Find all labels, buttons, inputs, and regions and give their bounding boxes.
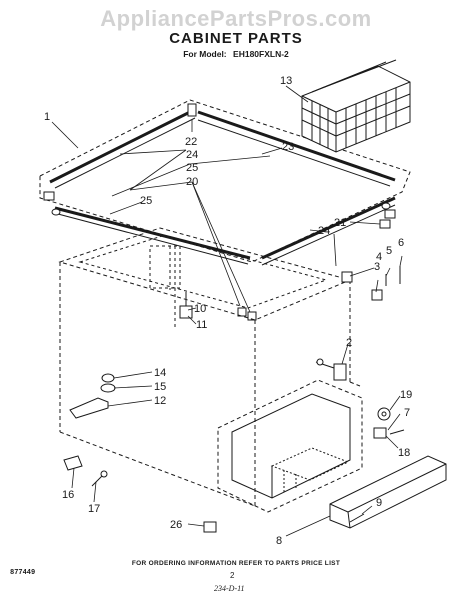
page-number: 2 (230, 571, 235, 580)
callout-label: 13 (280, 75, 292, 87)
model-line: For Model: EH180FXLN-2 (0, 49, 472, 59)
callout-label: 16 (62, 489, 74, 501)
callout-label: 19 (400, 389, 412, 401)
callout-label: 24 (318, 225, 330, 237)
callout-label: 10 (194, 303, 206, 315)
callout-label: 2 (346, 337, 352, 349)
callout-label: 14 (154, 367, 166, 379)
callout-label: 6 (398, 237, 404, 249)
ordering-note: FOR ORDERING INFORMATION REFER TO PARTS … (131, 560, 341, 567)
callout-label: 25 (140, 195, 152, 207)
access-panel (329, 455, 447, 529)
watermark: AppliancePartsPros.com (100, 6, 372, 31)
leader-lines (51, 85, 403, 537)
small-parts (51, 202, 405, 533)
callout-label: 21 (334, 217, 346, 229)
callout-label: 12 (154, 395, 166, 407)
lid-strip-left (49, 110, 191, 184)
lid-strip-top (197, 110, 396, 182)
callout-label: 8 (276, 535, 282, 547)
lid-assembly (39, 99, 411, 321)
wire-basket (301, 59, 411, 153)
model-label: For Model: (183, 49, 227, 59)
callout-label: 15 (154, 381, 166, 393)
cabinet-body (58, 227, 363, 513)
callout-label: 1 (44, 111, 50, 123)
callout-label: 7 (404, 407, 410, 419)
callout-label: 5 (386, 245, 392, 257)
revision-code: 234-D-11 (214, 584, 245, 593)
corner-right (384, 209, 396, 219)
callout-label: 3 (374, 261, 380, 273)
gasket-strip-right (261, 196, 396, 260)
hinge-corner-top (187, 103, 197, 117)
callout-label: 23 (282, 141, 294, 153)
callout-label: 25 (186, 162, 198, 174)
callout-label: 9 (376, 497, 382, 509)
callout-label: 17 (88, 503, 100, 515)
callout-label: 18 (398, 447, 410, 459)
lid-outline (39, 99, 411, 263)
callout-label: 20 (186, 176, 198, 188)
callout-label: 24 (186, 149, 198, 161)
callout-label: 26 (170, 519, 182, 531)
callout-label: 4 (376, 251, 382, 263)
document-id: 877449 (10, 569, 36, 577)
corner-left (43, 191, 55, 201)
model-number: EH180FXLN-2 (233, 49, 289, 59)
callout-label: 11 (196, 319, 207, 331)
callout-labels: 1 13 22 24 23 25 20 25 21 24 3 4 5 6 10 … (44, 75, 412, 547)
callout-label: 22 (185, 136, 197, 148)
gasket-strip-front (54, 206, 251, 260)
diagram-title: CABINET PARTS (169, 30, 303, 47)
